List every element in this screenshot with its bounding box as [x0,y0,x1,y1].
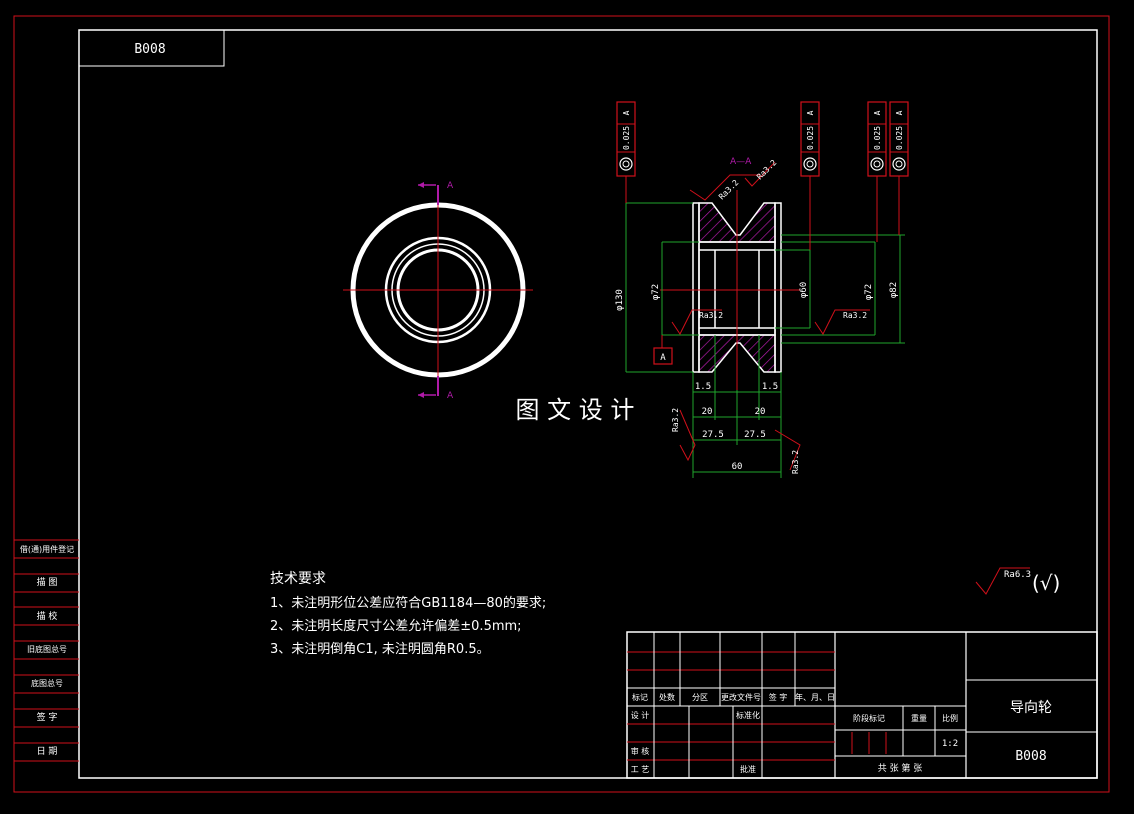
tech-req-item-1: 1、未注明形位公差应符合GB1184—80的要求; [270,595,546,611]
outer-border [13,15,1110,793]
dim-60: 60 [732,462,743,472]
svg-text:0.025: 0.025 [873,126,882,150]
tolerance-frame-2: 0.025 A [800,101,820,250]
dim-27-5-right: 27.5 [744,430,766,440]
section-view: A—A [660,157,800,390]
dim-1-5-left: 1.5 [695,382,711,392]
tb-row-standard: 标准化 [736,710,760,720]
tech-req-item-3: 3、未注明倒角C1, 未注明圆角R0.5。 [270,642,490,657]
side-label-base: 底图总号 [31,678,63,688]
svg-text:A: A [873,110,882,115]
tb-col-mark: 标记 [632,692,648,702]
roughness-bottom-left: Ra3.2 [671,408,680,432]
tech-requirements: 技术要求 1、未注明形位公差应符合GB1184—80的要求; 2、未注明长度尺寸… [270,571,546,657]
top-code-box: B008 [78,29,225,67]
title-block: 标记 处数 分区 更改文件号 签 字 年、月、日 设 计 标准化 审 核 工 艺… [626,631,1098,779]
tb-scale-label: 比例 [942,713,958,723]
tech-req-item-2: 2、未注明长度尺寸公差允许偏差±0.5mm; [270,618,522,634]
side-table: 借(通)用件登记 描 图 描 校 旧底图总号 底图总号 签 字 日 期 [14,539,79,762]
side-label-trace-check: 描 校 [37,610,58,622]
tb-col-zone: 分区 [692,693,708,702]
tb-col-date: 年、月、日 [795,692,835,702]
side-label-old-base: 旧底图总号 [27,644,67,654]
tb-scale-value: 1:2 [942,739,958,749]
dimension-texts: φ130 φ72 φ60 φ72 φ82 1.5 1.5 20 20 27.5 … [615,282,899,472]
svg-text:A: A [622,110,631,115]
roughness-right: Ra3.2 [843,311,867,320]
tb-row-process: 工 艺 [631,765,650,774]
datum-a: A [653,335,673,365]
tb-stage-label: 阶段标记 [853,713,885,723]
tb-col-count: 处数 [659,692,675,702]
svg-text:A: A [806,110,815,115]
tb-drawing-code: B008 [1015,749,1046,764]
dim-d60: φ60 [799,282,809,298]
dim-27-5-left: 27.5 [702,430,724,440]
roughness-bottom-right: Ra3.2 [791,450,800,474]
roughness-symbols: Ra3.2 Ra3.2 Ra3.2 Ra3.2 Ra3.2 Ra3.2 Ra6.… [671,158,1060,595]
tb-row-review: 审 核 [631,746,650,756]
roughness-general-suffix: (√) [1032,571,1060,595]
svg-text:0.025: 0.025 [622,126,631,150]
section-label: A—A [730,157,752,167]
tolerance-frame-1: 0.025 A [616,101,636,203]
section-mark-bottom: A [447,391,454,401]
top-drawing-code: B008 [134,42,165,57]
inner-border [78,29,1098,779]
tb-col-sign: 签 字 [769,692,788,702]
side-label-sign: 签 字 [37,711,58,723]
front-view: A A [343,181,533,401]
tech-req-title: 技术要求 [270,571,326,587]
dim-d72-right: φ72 [864,284,874,300]
svg-text:0.025: 0.025 [806,126,815,150]
side-label-borrowed: 借(通)用件登记 [20,544,74,554]
dim-1-5-right: 1.5 [762,382,778,392]
svg-text:0.025: 0.025 [895,126,904,150]
roughness-left: Ra3.2 [699,311,723,320]
dim-20-left: 20 [702,407,713,417]
tolerance-frame-3: 0.025 A [867,101,887,242]
datum-a-label: A [660,353,666,363]
dim-d82: φ82 [889,282,899,298]
tb-col-change-doc: 更改文件号 [721,692,761,702]
tb-part-name: 导向轮 [1010,700,1052,716]
section-mark-top: A [447,181,454,191]
roughness-general: Ra6.3 [1004,570,1031,580]
dim-d72-left: φ72 [651,284,661,300]
tolerance-frames: 0.025 A 0.025 A 0.025 A 0.025 [616,101,909,250]
tb-row-approve: 批准 [740,764,756,774]
svg-text:A: A [895,110,904,115]
tb-weight-label: 重量 [911,713,927,723]
watermark: 图 文 设 计 [516,396,635,424]
tolerance-frame-4: 0.025 A [889,101,909,235]
dim-20-right: 20 [755,407,766,417]
roughness-top-2: Ra3.2 [755,158,779,182]
tb-sheets: 共 张 第 张 [878,762,923,774]
side-label-date: 日 期 [37,746,58,757]
dim-d130: φ130 [615,289,625,311]
dimension-lines [625,202,905,478]
tb-row-design: 设 计 [631,710,650,720]
side-label-trace: 描 图 [37,576,58,588]
